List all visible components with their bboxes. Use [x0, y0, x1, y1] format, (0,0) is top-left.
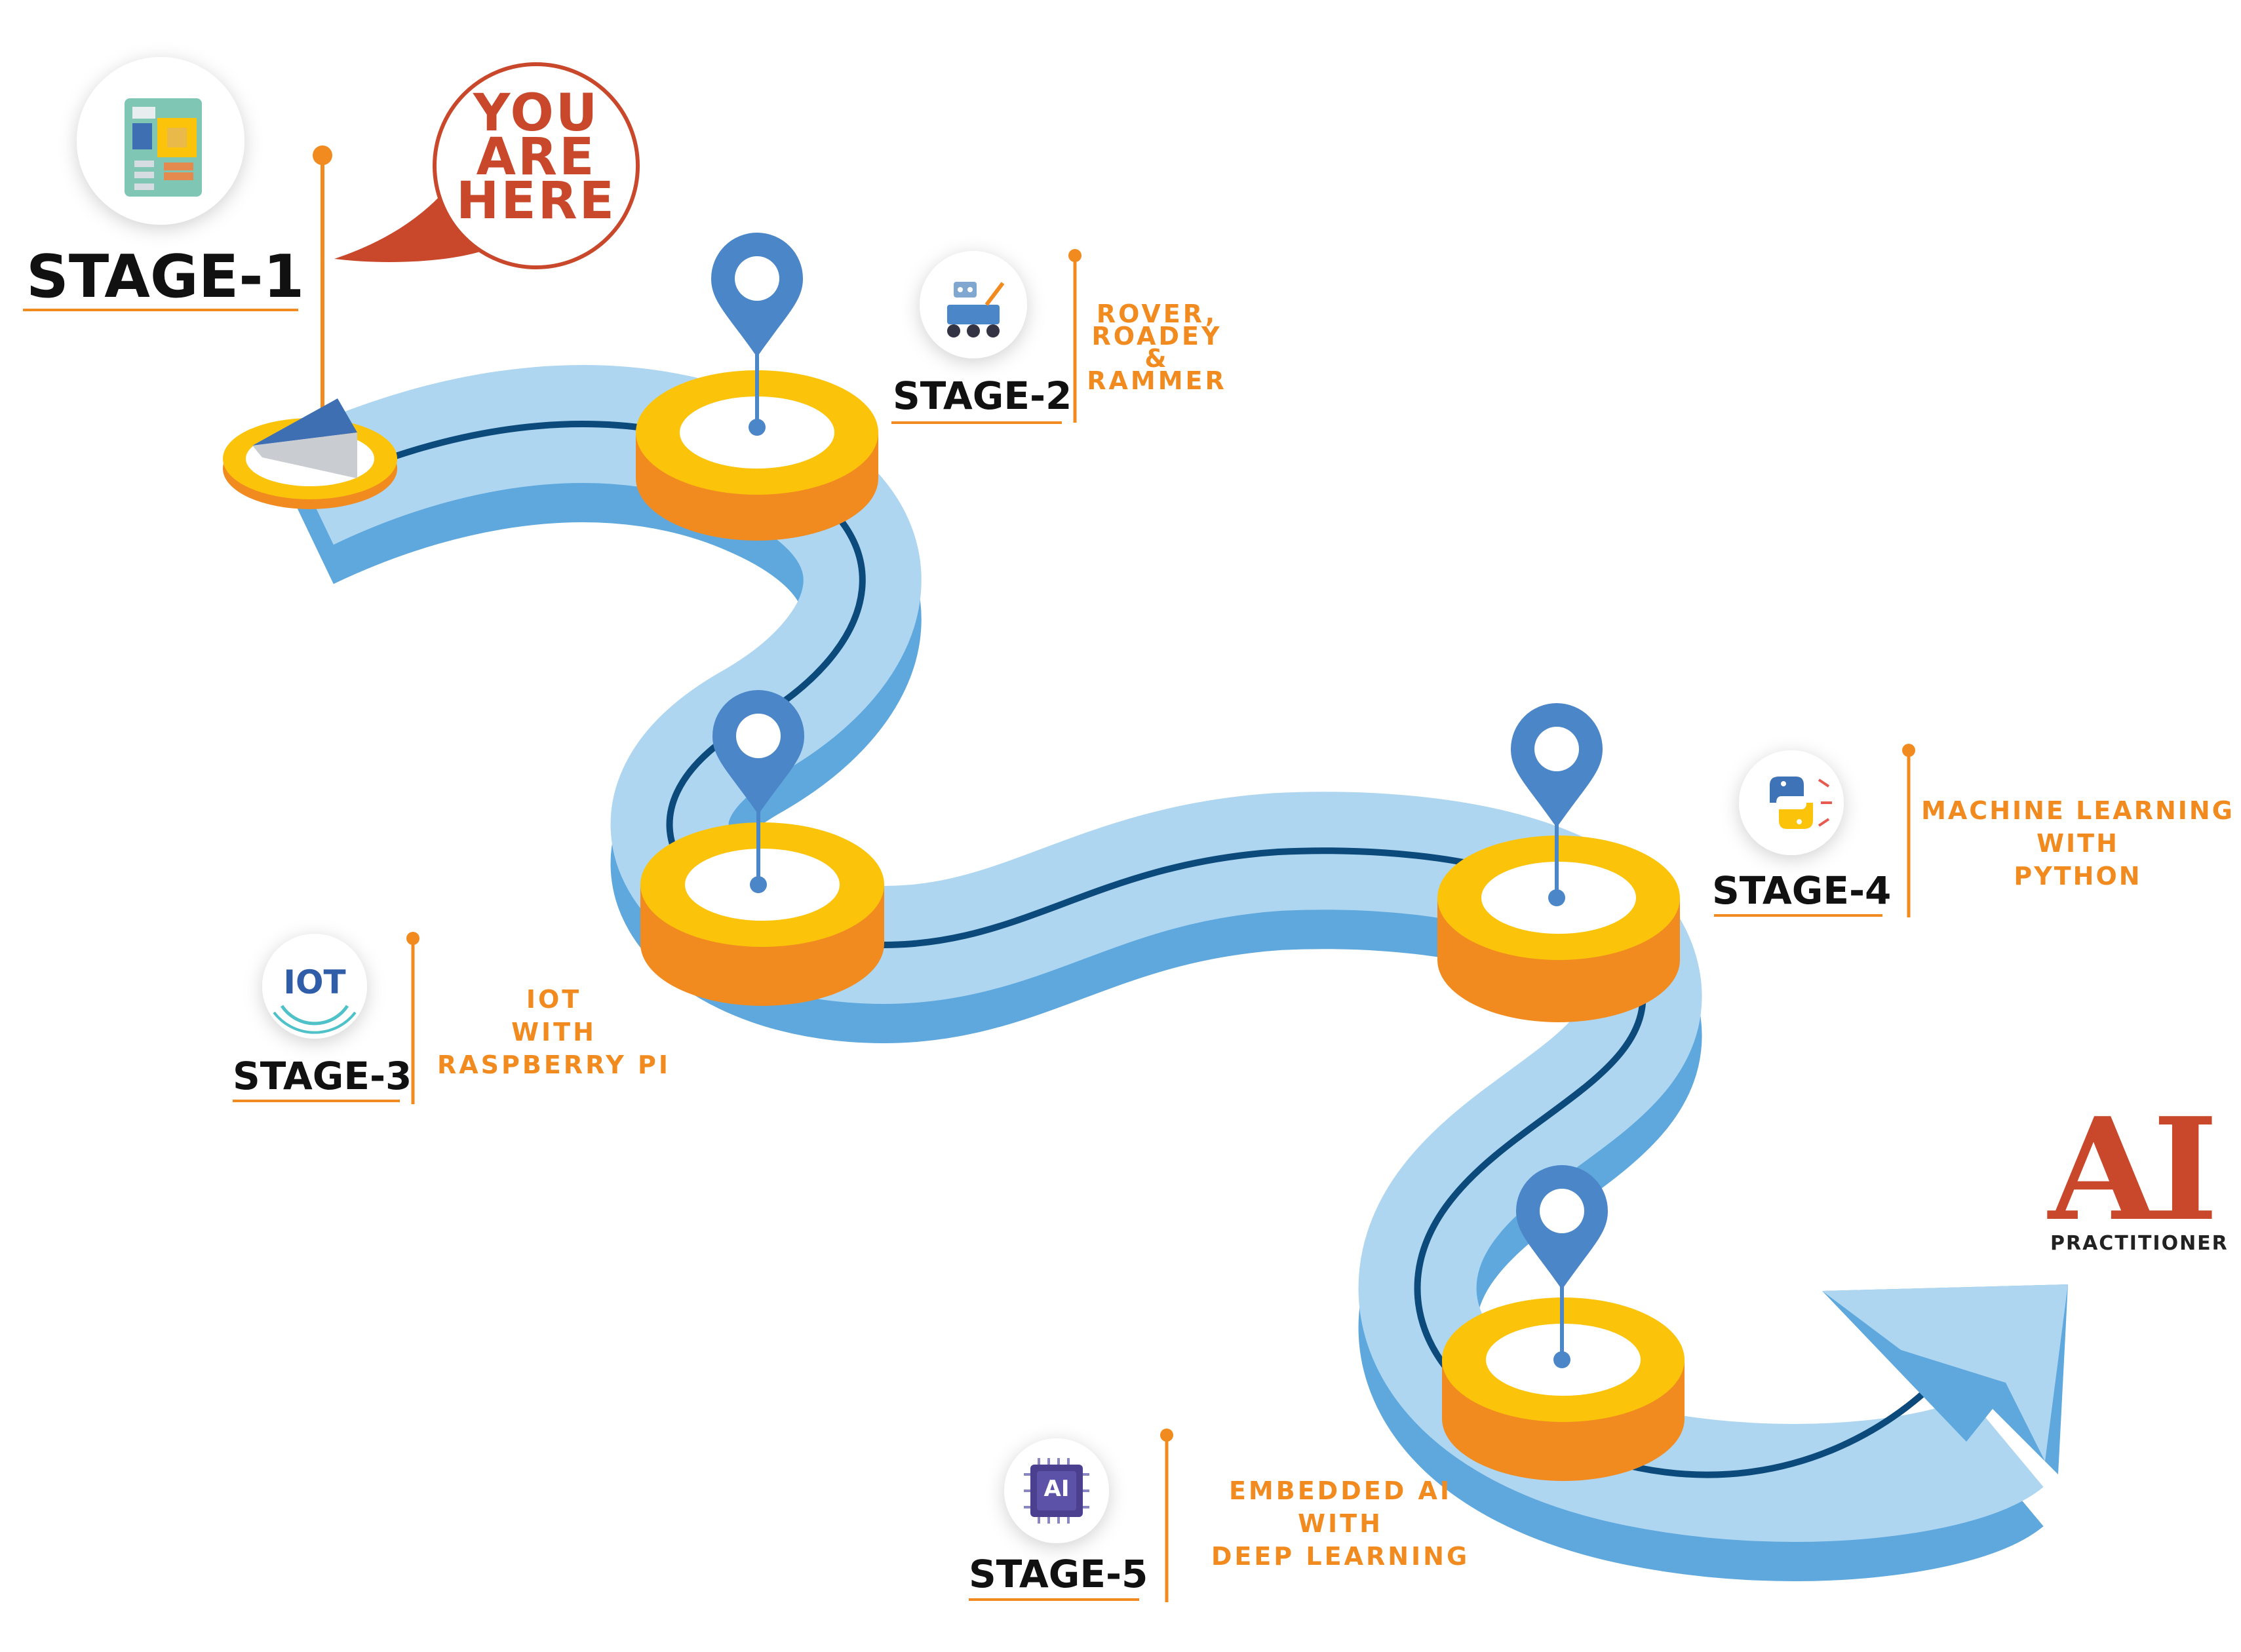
stage-5-icon-circle: [1004, 1438, 1109, 1543]
stage-2-description: ROVER, ROADEY & RAMMER: [1085, 299, 1229, 395]
stage-1-icon-circle: [77, 57, 244, 225]
flag-pole: [252, 145, 357, 478]
flag-line-3: HERE: [456, 172, 616, 231]
stage-3-description: IOT WITH RASPBERRY PI: [423, 983, 685, 1081]
stage-5-desc-line: EMBEDDED AI: [1228, 1476, 1452, 1505]
road-arrow-head: [1822, 1284, 2068, 1474]
stage-5-desc-line: DEEP LEARNING: [1211, 1542, 1470, 1571]
motherboard-icon: [125, 98, 202, 197]
destination-subtitle: PRACTITIONER: [2050, 1232, 2229, 1255]
stage-4-desc-line: WITH: [2036, 829, 2119, 858]
stage-5-description: EMBEDDED AI WITH DEEP LEARNING: [1193, 1474, 1488, 1573]
stage-3-desc-line: WITH: [511, 1018, 596, 1047]
stage-4-description: MACHINE LEARNING WITH PYTHON: [1917, 794, 2238, 893]
stage-2-desc-line: ROVER,: [1096, 299, 1218, 328]
stage-4-label: STAGE-4: [1712, 868, 1892, 913]
you-are-here-text: YOU ARE HERE: [438, 84, 634, 231]
stage-3-icon-circle: [262, 934, 367, 1039]
stage-2-icon-circle: [920, 251, 1027, 358]
stage-2-desc-line: ROADEY: [1091, 322, 1222, 351]
flag-line-1: YOU: [473, 84, 600, 143]
ai-chip-icon-text: AI: [1043, 1476, 1070, 1502]
destination-title: AI: [2048, 1086, 2218, 1252]
map-pin-icon: [1511, 703, 1603, 906]
stage-4-desc-line: MACHINE LEARNING: [1921, 796, 2234, 825]
you-are-here-bubble: [334, 62, 640, 269]
map-pin-icon: [711, 233, 803, 436]
python-icon: [1770, 777, 1832, 829]
map-pin-icon: [712, 690, 804, 893]
stage-2-desc-line: RAMMER: [1087, 366, 1227, 395]
map-pin-icon: [1516, 1165, 1608, 1368]
iot-icon: IOT: [283, 963, 346, 1001]
stage-2-desc-line: &: [1144, 344, 1169, 373]
road: [283, 365, 2044, 1581]
stage-3-desc-line: RASPBERRY PI: [437, 1050, 671, 1079]
stage-dividers: [406, 249, 1915, 1602]
stage-4-desc-line: PYTHON: [2014, 862, 2142, 891]
stage-2-label: STAGE-2: [893, 374, 1072, 418]
stage-3-desc-line: IOT: [526, 985, 582, 1014]
stage-3-label: STAGE-3: [233, 1054, 412, 1098]
ai-chip-icon: [1024, 1458, 1089, 1524]
stage-5-desc-line: WITH: [1298, 1509, 1383, 1538]
stage-underlines: [23, 309, 1882, 1601]
stage-2-ring: [636, 370, 878, 541]
stage-1-label: STAGE-1: [26, 242, 305, 311]
flag-line-2: ARE: [476, 128, 596, 187]
rover-robot-icon: [947, 282, 1005, 337]
stage-5-label: STAGE-5: [969, 1552, 1148, 1596]
stage-3-ring: [640, 822, 884, 1006]
stage-4-icon-circle: [1739, 750, 1844, 855]
